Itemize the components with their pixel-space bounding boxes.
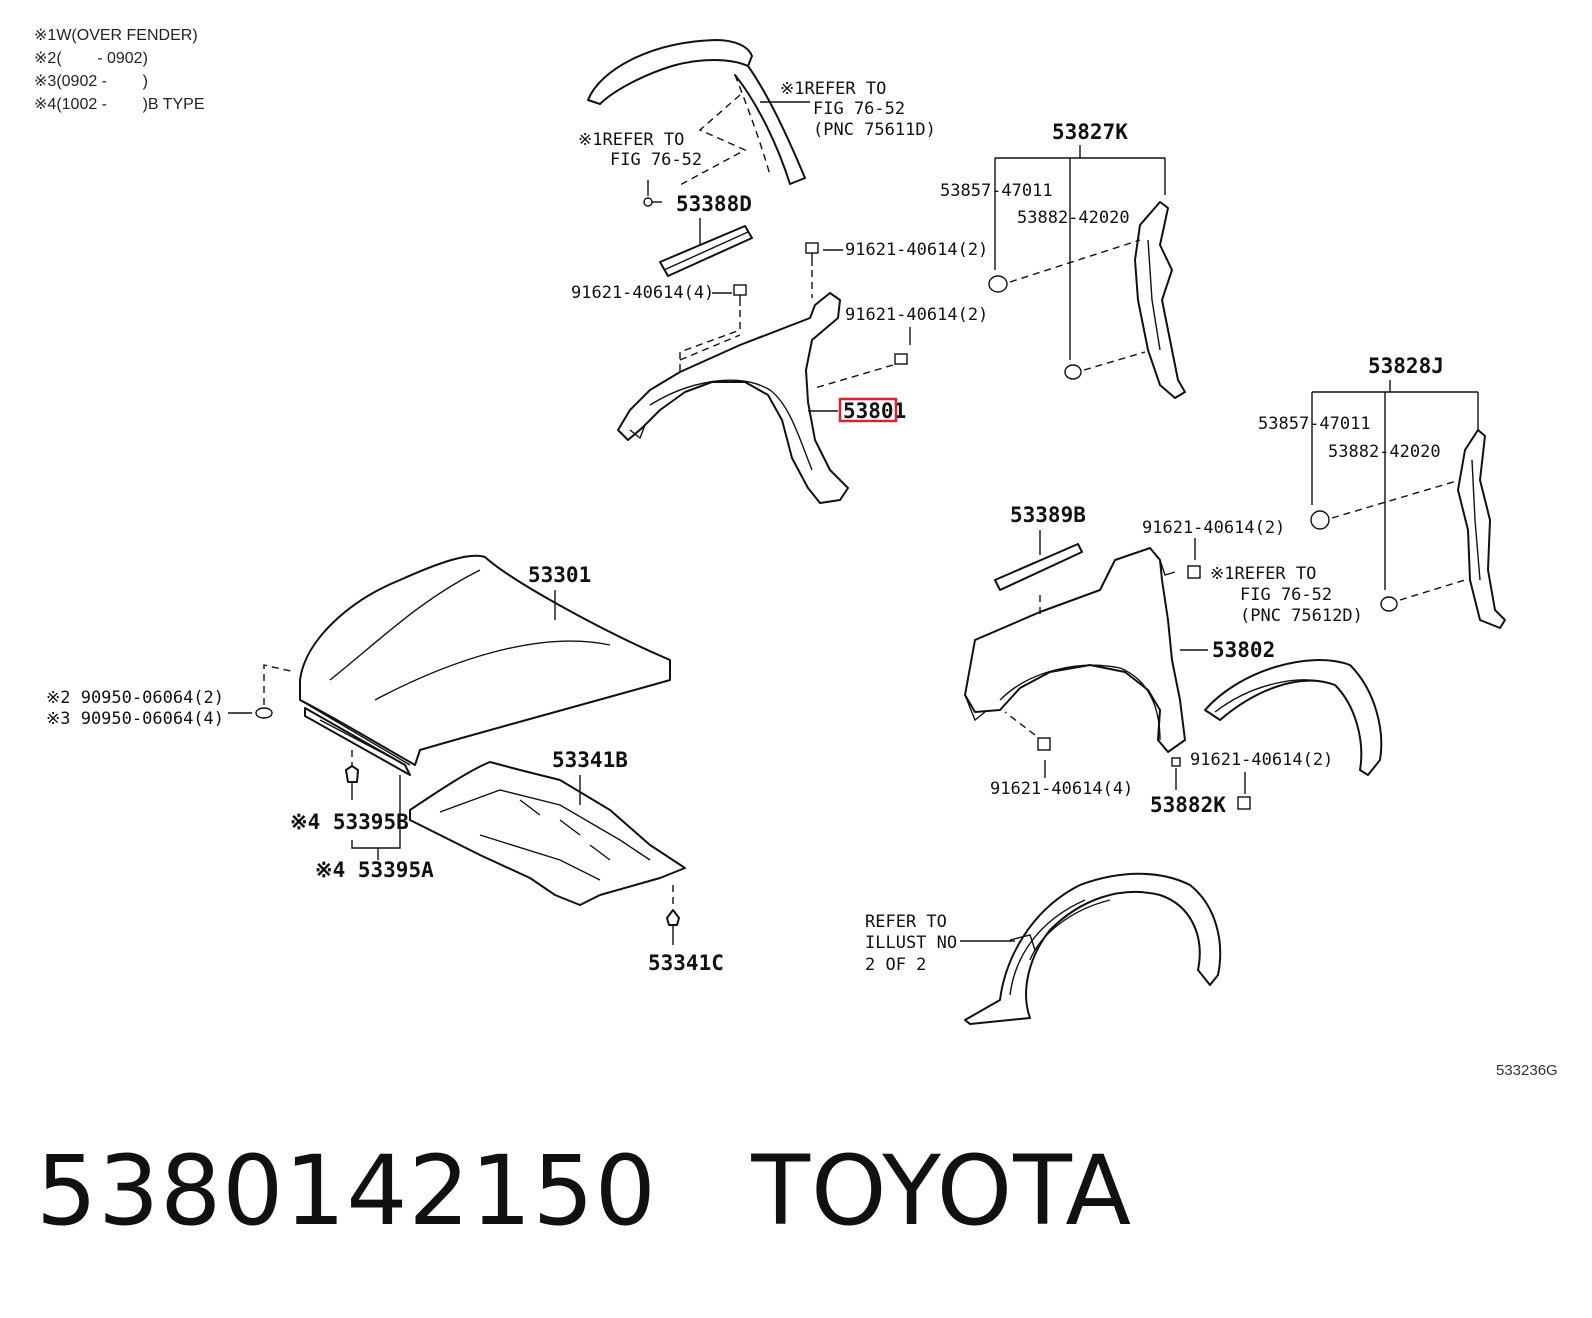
refer-illust-line2: ILLUST NO — [865, 933, 957, 953]
refer-fig-left-line2: FIG 76-52 — [610, 150, 702, 170]
label-53802: 53802 — [1212, 638, 1275, 662]
bolt-icon-b — [679, 284, 747, 372]
highlight-53801-box — [838, 397, 898, 423]
refer-fig-75611d-line2: FIG 76-52 — [813, 99, 905, 119]
bolt-icon-e — [1004, 711, 1051, 751]
refer-fig-75612d-line1: ※1REFER TO — [1210, 564, 1316, 584]
hood-53301 — [299, 554, 671, 766]
clip-icon-53857-b — [1310, 479, 1461, 530]
label-clip-3: ※3 90950-06064(4) — [46, 709, 224, 729]
label-53301: 53301 — [528, 563, 591, 587]
label-bolt-91621-2-top: 91621-40614(2) — [845, 240, 988, 260]
footnotes: ※1W(OVER FENDER) ※2( - 0902) ※3(0902 - )… — [34, 24, 205, 116]
label-53828j: 53828J — [1368, 354, 1444, 378]
bolt-icon-f — [1237, 772, 1251, 810]
note-2: ※2( - 0902) — [34, 50, 148, 67]
refer-illust-line3: 2 OF 2 — [865, 955, 926, 975]
label-53388d: 53388D — [676, 192, 752, 216]
screw-icon-top — [643, 180, 662, 207]
refer-fig-75612d-line2: FIG 76-52 — [1240, 585, 1332, 605]
label-bolt-91621-2-right-top: 91621-40614(2) — [1142, 518, 1285, 538]
label-53389b: 53389B — [1010, 503, 1086, 527]
refer-illust-line1: REFER TO — [865, 912, 947, 932]
clip-icon-53395b — [345, 750, 359, 800]
refer-fig-75611d-line1: ※1REFER TO — [780, 79, 886, 99]
label-53341c: 53341C — [648, 951, 724, 975]
clip-icon-53882-b — [1380, 579, 1466, 612]
label-53857-47011-b: 53857-47011 — [1258, 414, 1371, 434]
label-53882-42020-a: 53882-42020 — [1017, 208, 1130, 228]
label-53857-47011-a: 53857-47011 — [940, 181, 1053, 201]
refer-fig-75611d-line3: (PNC 75611D) — [813, 120, 936, 140]
over-fender-right — [1204, 659, 1383, 776]
seal-53388d — [659, 225, 753, 277]
label-53882k: 53882K — [1150, 793, 1226, 817]
label-bolt-91621-4-left: 91621-40614(4) — [571, 283, 714, 303]
bolt-icon-c — [814, 353, 908, 389]
fender-53802 — [964, 547, 1186, 753]
label-bolt-91621-2-mid: 91621-40614(2) — [845, 305, 988, 325]
hood-seal-strip — [304, 707, 411, 776]
bracket-53828j — [1457, 429, 1506, 629]
refer-fig-75612d-line3: (PNC 75612D) — [1240, 606, 1363, 626]
bolt-icon-a — [805, 242, 819, 298]
refer-fig-left-line1: ※1REFER TO — [578, 130, 684, 150]
seal-53389b — [994, 543, 1083, 615]
label-53395b: ※4 53395B — [290, 810, 409, 834]
fender-53801 — [617, 292, 849, 504]
clip-icon-53341c — [666, 885, 680, 945]
note-4: ※4(1002 - )B TYPE — [34, 96, 205, 113]
bolt-icon-d — [1187, 565, 1201, 579]
label-53395a: ※4 53395A — [315, 858, 434, 882]
bracket-53827k — [1134, 201, 1186, 399]
fender-liner — [964, 872, 1222, 1025]
label-53882-42020-b: 53882-42020 — [1328, 442, 1441, 462]
insulator-53341b — [409, 761, 686, 906]
over-fender-left — [587, 39, 806, 186]
footer-title: 5380142150 TOYOTA — [36, 1135, 1132, 1247]
label-53341b: 53341B — [552, 748, 628, 772]
label-clip-2: ※2 90950-06064(2) — [46, 688, 224, 708]
clip-icon-53882k — [1171, 757, 1181, 790]
clip-icon-90950 — [255, 664, 296, 719]
note-3: ※3(0902 - ) — [34, 73, 148, 90]
note-1: ※1W(OVER FENDER) — [34, 27, 198, 44]
brand-name: TOYOTA — [751, 1135, 1133, 1247]
clip-icon-53882-a — [1064, 351, 1146, 380]
part-number: 5380142150 — [36, 1135, 657, 1247]
diagram-id: 533236G — [1496, 1062, 1558, 1079]
label-53827k: 53827K — [1052, 120, 1128, 144]
clip-icon-53857-a — [988, 239, 1141, 293]
label-bolt-91621-4-right: 91621-40614(4) — [990, 779, 1133, 799]
label-bolt-91621-2-right-bottom: 91621-40614(2) — [1190, 750, 1333, 770]
